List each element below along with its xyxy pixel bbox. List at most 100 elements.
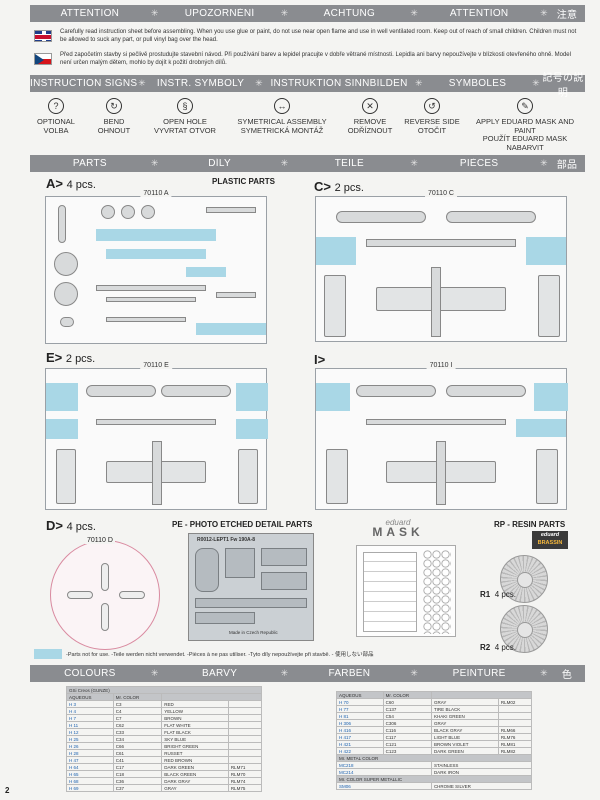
remove-icon: ✕ — [362, 98, 378, 114]
band-label: 部品 — [556, 160, 578, 171]
not-for-use-swatch — [34, 649, 62, 659]
instruction-signs-band: INSTRUCTION SIGNS ✳ INSTR. SYMBOLY ✳ INS… — [30, 73, 585, 99]
fuselage-half — [446, 385, 526, 397]
band-label: 記号の説明 — [542, 72, 584, 99]
band-label: ATTENTION — [60, 8, 120, 19]
photo-etched-fret: R0012-LEPT1 Fw 190A-8 Made in Czech Repu… — [188, 533, 314, 641]
mask-logo: eduard MASK — [372, 518, 424, 539]
cz-flag-icon — [34, 53, 52, 65]
sprue-c: 70110 C — [315, 190, 567, 342]
sprue-code: 70110 D — [85, 537, 115, 544]
propeller-spinner — [58, 205, 66, 243]
fuselage-half — [446, 211, 536, 223]
wing-panel — [324, 275, 346, 337]
attention-czech: Před započetím stavby si pečlivě prostud… — [34, 52, 582, 67]
sprue-a: 70110 A — [45, 190, 267, 344]
sprue-code: 70110 C — [425, 190, 457, 197]
table-row: Mr. COLOR SUPER METALLIC — [336, 775, 532, 783]
table-brand: GSi Creos (GUNZE) — [66, 686, 262, 694]
canopy-part — [101, 603, 109, 631]
propeller-blades — [54, 252, 78, 276]
band-label: BARVY — [202, 668, 238, 679]
pe-code: R0012-LEPT1 Fw 190A-8 — [197, 537, 256, 543]
resin-r1-label: R1 4 pcs. — [480, 590, 517, 599]
wing-lower — [376, 287, 506, 311]
symmetry-icon: ↔ — [274, 98, 290, 114]
sprue-e-header: E> 2 pcs. — [46, 350, 96, 365]
band-label: 色 — [561, 670, 573, 681]
band-label: PIÈCES — [459, 158, 499, 169]
band-label: INSTRUKTION SINNBILDEN — [270, 78, 408, 89]
pe-title: PE - PHOTO ETCHED DETAIL PARTS — [172, 520, 313, 529]
sprue-a-header: A> 4 pcs. — [46, 176, 96, 191]
colours-band: COLOURS ✳ BARVY ✳ FARBEN ✳ PEINTURE ✳ 色 — [30, 665, 585, 682]
band-label: DÍLY — [208, 158, 231, 169]
canopy-part — [101, 563, 109, 591]
wing-panel — [326, 449, 348, 504]
wing-panel — [536, 449, 558, 504]
sprue-code: 70110 A — [140, 190, 172, 197]
fuselage-half — [161, 385, 231, 397]
not-for-use-text: -Parts not for use. -Teile werden nicht … — [66, 652, 374, 658]
page-number: 2 — [5, 786, 10, 795]
band-label: 注意 — [556, 10, 578, 21]
band-label: UPOZORNĚNÍ — [184, 8, 255, 19]
uk-flag-icon — [34, 30, 52, 42]
fuselage-half — [336, 211, 426, 223]
attention-text-cz: Před započetím stavby si pečlivě prostud… — [60, 52, 571, 66]
mask-sheet — [356, 545, 456, 637]
seat-belt-part — [195, 548, 219, 592]
band-label: ATTENTION — [449, 8, 509, 19]
resin-wheel-r2 — [500, 605, 548, 653]
band-label: PARTS — [72, 158, 107, 169]
resin-wheel-r1 — [500, 555, 548, 603]
attention-english: Carefully read instruction sheet before … — [34, 29, 582, 44]
band-label: ACHTUNG — [323, 8, 376, 19]
table-row: Mr. METAL COLOR — [336, 754, 532, 762]
instrument-panel-part — [225, 548, 255, 578]
wing-panel — [238, 449, 258, 504]
band-label: INSTRUCTION SIGNS — [30, 78, 138, 89]
sprue-code: 70110 I — [426, 362, 456, 369]
brassin-logo: eduard BRASSIN — [532, 531, 568, 549]
resin-title: RP - RESIN PARTS — [494, 520, 566, 529]
attention-text-en: Carefully read instruction sheet before … — [60, 29, 577, 43]
sprue-e: 70110 E — [45, 362, 268, 510]
pe-made-in: Made in Czech Republic — [229, 630, 278, 635]
fuselage-half — [86, 385, 156, 397]
sprue-i-header: I> — [314, 352, 326, 367]
band-label: TEILE — [334, 158, 365, 169]
drill-hole-icon: § — [177, 98, 193, 114]
band-label: INSTR. SYMBOLY — [156, 78, 245, 89]
band-label: SYMBOLES — [448, 78, 507, 89]
sprue-d: 70110 D — [50, 537, 160, 650]
